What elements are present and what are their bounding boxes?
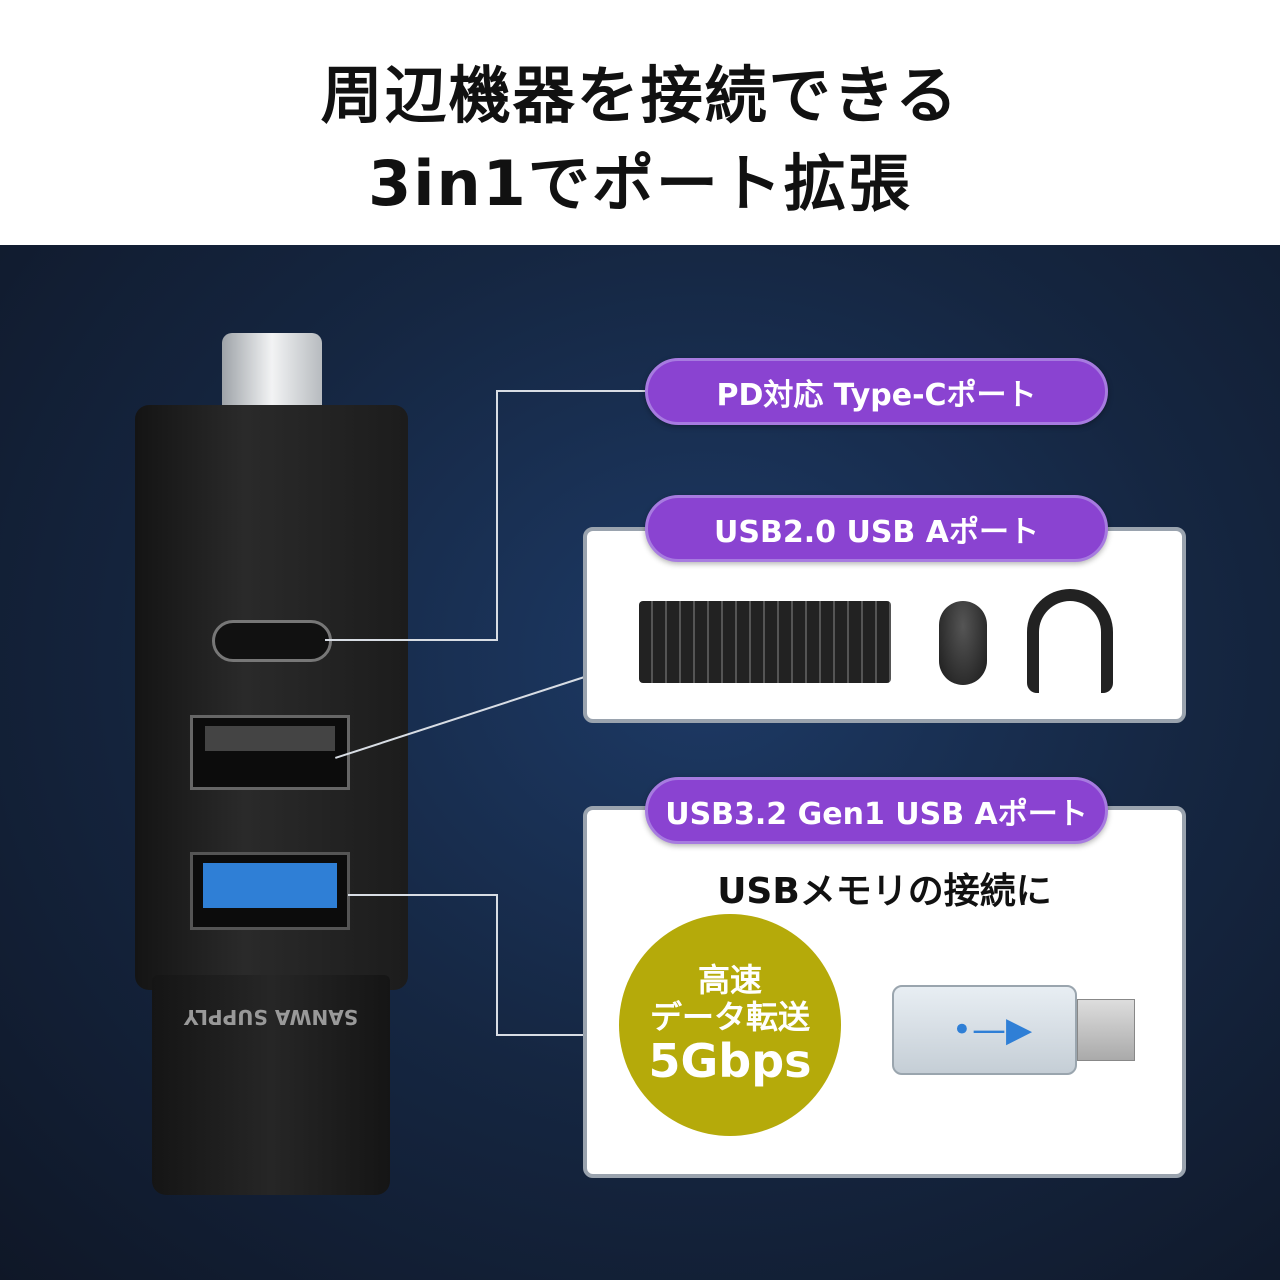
usb-symbol-icon: •—▶ [951, 1010, 1033, 1050]
port-label-type-c: PD対応 Type-Cポート [645, 358, 1108, 425]
connector-line [496, 390, 646, 392]
keyboard-image [639, 601, 891, 683]
usb2-port [190, 715, 350, 790]
type-c-port [212, 620, 332, 662]
title-line-2: 3in1でポート拡張 [368, 147, 912, 220]
header: 周辺機器を接続できる 3in1でポート拡張 [0, 0, 1280, 245]
connector-line [496, 1034, 586, 1036]
headphones-image [1027, 589, 1113, 693]
brand-logo: SANWA SUPPLY [183, 1005, 359, 1029]
usb3-device-panel: USBメモリの接続に 高速 データ転送 5Gbps •—▶ [583, 806, 1186, 1178]
usb3-port [190, 852, 350, 930]
connector-line [348, 894, 498, 896]
hub-cap [152, 975, 390, 1195]
badge-line-3: 5Gbps [648, 1034, 812, 1089]
port-label-usb2: USB2.0 USB Aポート [645, 495, 1108, 562]
badge-line-1: 高速 [697, 960, 762, 999]
connector-line [325, 639, 498, 641]
usb-stick-plug [1077, 999, 1135, 1061]
connector-line [496, 894, 498, 1036]
usb-stick-image [892, 985, 1077, 1075]
speed-badge: 高速 データ転送 5Gbps [619, 914, 841, 1136]
usb3-caption: USBメモリの接続に [717, 871, 1052, 912]
title-line-1: 周辺機器を接続できる [320, 59, 960, 132]
port-label-usb3: USB3.2 Gen1 USB Aポート [645, 777, 1108, 844]
badge-line-2: データ転送 [649, 997, 810, 1036]
mouse-image [939, 601, 987, 685]
connector-line [496, 390, 498, 641]
